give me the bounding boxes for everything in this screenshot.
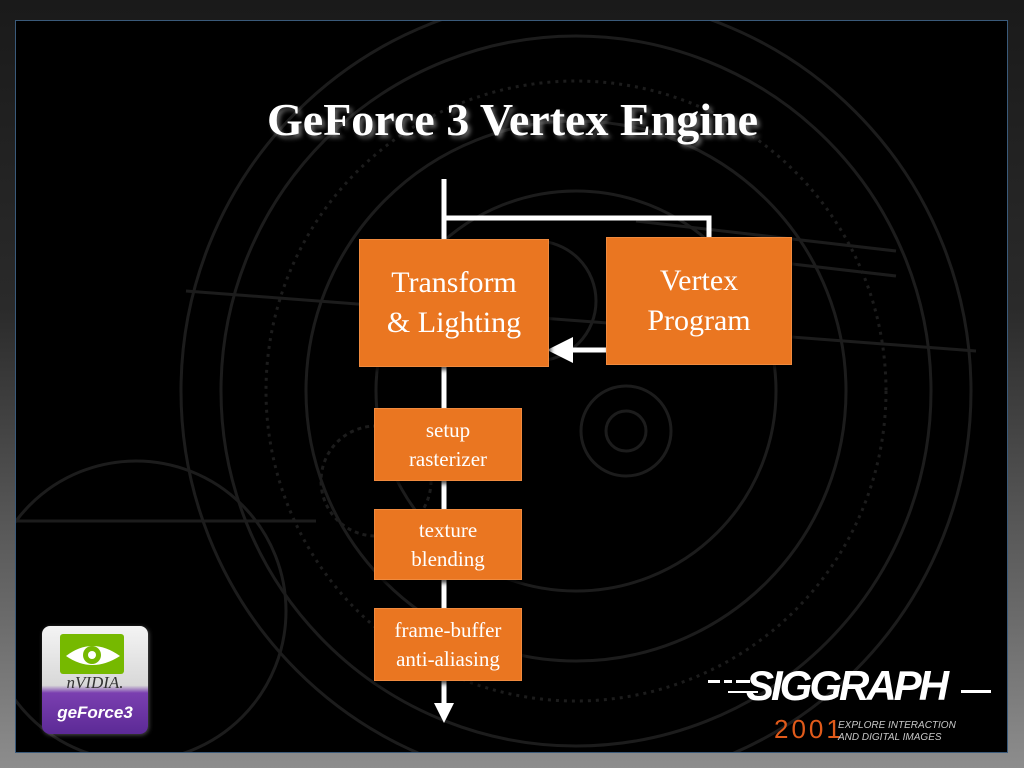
texture-blending-label: texture blending bbox=[411, 517, 485, 571]
nvidia-geforce3-logo: nVIDIA. geForce3 bbox=[42, 626, 148, 734]
geforce3-wordmark: geForce3 bbox=[56, 703, 133, 722]
nvidia-wordmark: nVIDIA. bbox=[66, 673, 123, 692]
vertex-program-to-tl-arrowhead bbox=[547, 337, 573, 363]
branch-to-vertex-program bbox=[444, 215, 712, 239]
texture-blending-box: texture blending bbox=[374, 509, 522, 580]
transform-lighting-box: Transform & Lighting bbox=[359, 239, 549, 367]
slide: GeForce 3 Vertex Engine Transform & Ligh… bbox=[15, 20, 1008, 753]
siggraph-tagline-line1: EXPLORE INTERACTION bbox=[838, 720, 957, 731]
slide-title: GeForce 3 Vertex Engine bbox=[267, 94, 758, 145]
setup-rasterizer-label: setup rasterizer bbox=[408, 417, 488, 471]
siggraph-tagline-line2: AND DIGITAL IMAGES bbox=[837, 732, 942, 743]
setup-rasterizer-box: setup rasterizer bbox=[374, 408, 522, 481]
framebuffer-aa-box: frame-buffer anti-aliasing bbox=[374, 608, 522, 681]
siggraph-2001-logo: SIGGRAPH 2001 EXPLORE INTERACTION AND DI… bbox=[708, 662, 991, 744]
framebuffer-aa-label: frame-buffer anti-aliasing bbox=[394, 617, 502, 671]
transform-lighting-label: Transform & Lighting bbox=[386, 266, 522, 339]
vertex-program-label: Vertex Program bbox=[647, 264, 751, 337]
output-arrowhead bbox=[434, 703, 454, 723]
vertex-program-box: Vertex Program bbox=[606, 237, 792, 365]
siggraph-year: 2001 bbox=[774, 714, 844, 744]
siggraph-wordmark: SIGGRAPH bbox=[746, 662, 951, 709]
